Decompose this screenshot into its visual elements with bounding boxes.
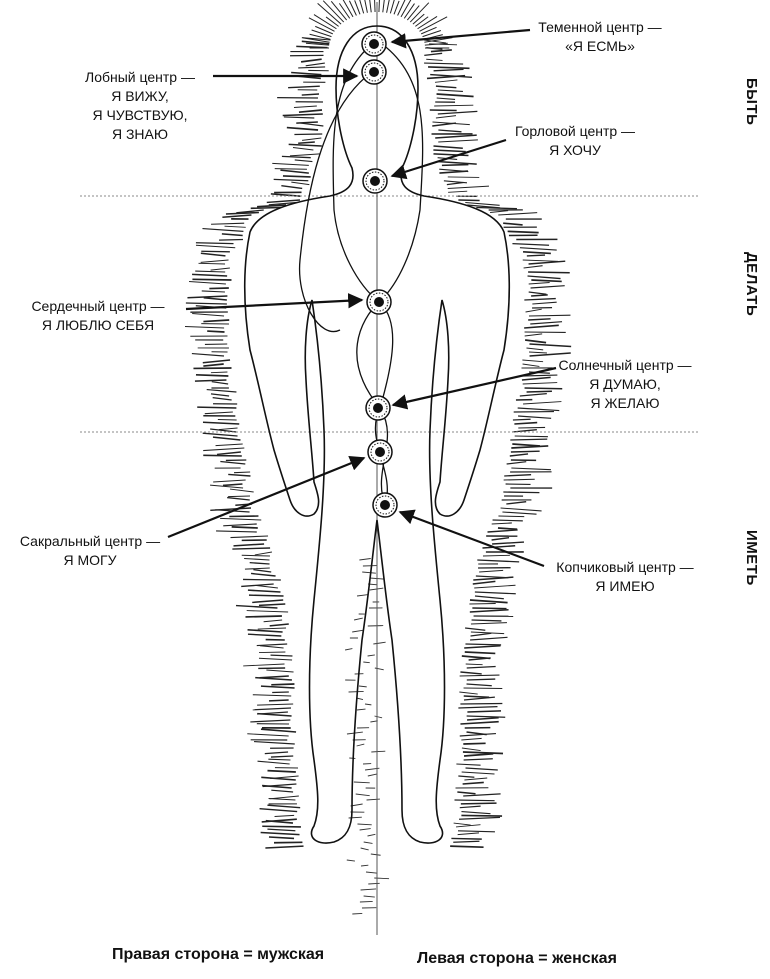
chakra-root-point <box>372 492 398 518</box>
level-label-be: БЫТЬ <box>743 78 760 126</box>
label-crown-title: Теменной центр — <box>538 19 662 35</box>
label-brow-center: Лобный центр — Я ВИЖУ, Я ЧУВСТВУЮ, Я ЗНА… <box>55 68 225 144</box>
label-brow-line-1: Я ВИЖУ, <box>111 88 169 104</box>
body-outline <box>243 25 511 844</box>
pointer-arrows-layer <box>167 28 557 568</box>
label-root-line-1: Я ИМЕЮ <box>595 578 655 594</box>
arrow-throat <box>390 138 507 180</box>
label-sacral-line-1: Я МОГУ <box>63 552 117 568</box>
arrow-sacral <box>167 456 366 539</box>
arrow-solar <box>391 366 557 410</box>
arrow-crown <box>390 28 531 49</box>
level-label-have: ИМЕТЬ <box>743 530 760 586</box>
label-root-center: Копчиковый центр — Я ИМЕЮ <box>540 558 710 596</box>
chakra-sacral-point <box>367 439 393 465</box>
label-brow-line-2: Я ЧУВСТВУЮ, <box>92 107 188 123</box>
label-root-title: Копчиковый центр — <box>556 559 694 575</box>
footer-right-side-label: Правая сторона = мужская <box>112 946 325 963</box>
label-throat-title: Горловой центр — <box>514 123 636 139</box>
chakra-points-layer <box>361 31 398 518</box>
footer-left-side-label: Левая сторона = женская <box>417 950 617 967</box>
label-solar-center: Солнечный центр — Я ДУМАЮ, Я ЖЕЛАЮ <box>540 356 710 413</box>
chakra-heart-point <box>366 289 392 315</box>
chakra-throat-point <box>362 168 388 194</box>
label-heart-line-1: Я ЛЮБЛЮ СЕБЯ <box>41 317 155 333</box>
chakra-brow-point <box>361 59 387 85</box>
label-heart-title: Сердечный центр — <box>31 298 165 314</box>
label-sacral-title: Сакральный центр — <box>19 533 161 549</box>
energy-channels <box>298 43 424 506</box>
chakra-crown-point <box>361 31 387 57</box>
label-solar-title: Солнечный центр — <box>558 357 692 373</box>
label-brow-title: Лобный центр — <box>85 69 195 85</box>
label-throat-line-1: Я ХОЧУ <box>549 142 601 158</box>
label-brow-line-3: Я ЗНАЮ <box>111 126 169 142</box>
label-crown-line-1: «Я ЕСМЬ» <box>565 38 635 54</box>
arrow-root <box>398 509 545 568</box>
label-solar-line-1: Я ДУМАЮ, <box>589 376 661 392</box>
chakra-solar-point <box>365 395 391 421</box>
label-crown-center: Теменной центр — «Я ЕСМЬ» <box>515 18 685 56</box>
label-heart-center: Сердечный центр — Я ЛЮБЛЮ СЕБЯ <box>8 297 188 335</box>
arrow-heart <box>185 293 364 311</box>
label-solar-line-2: Я ЖЕЛАЮ <box>590 395 660 411</box>
label-throat-center: Горловой центр — Я ХОЧУ <box>490 122 660 160</box>
level-label-do: ДЕЛАТЬ <box>743 252 760 317</box>
label-sacral-center: Сакральный центр — Я МОГУ <box>0 532 180 570</box>
